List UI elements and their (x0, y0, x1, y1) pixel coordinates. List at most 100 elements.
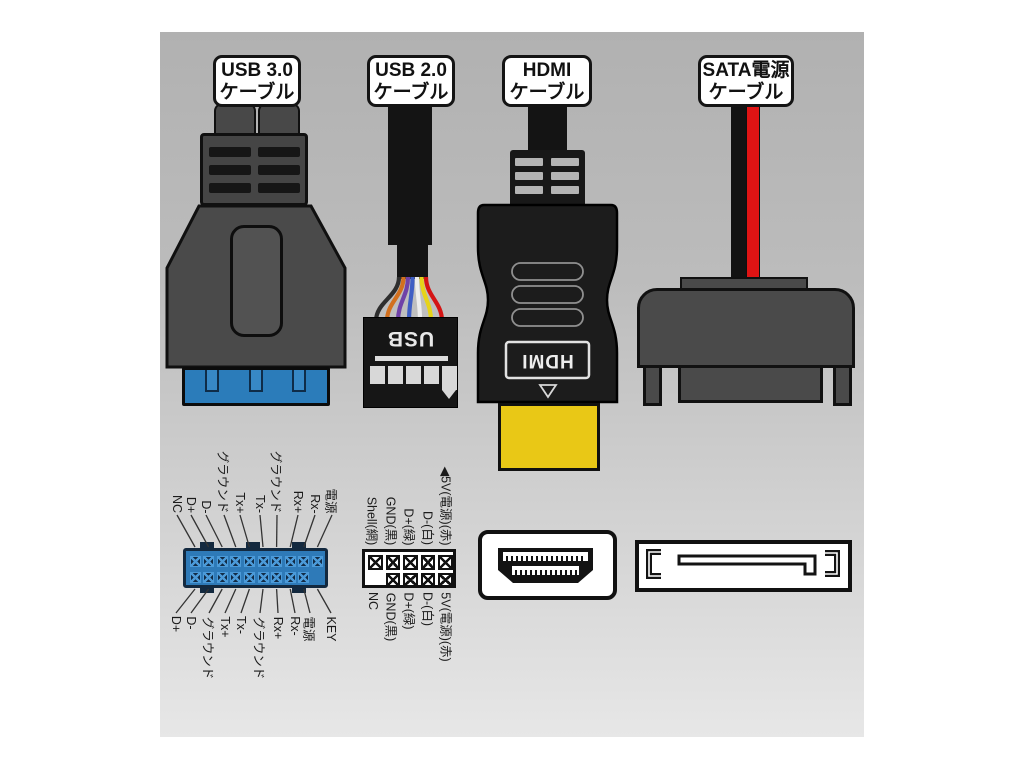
usb3-bottom-label-4: Tx+ (218, 615, 232, 638)
usb3-bottom-label-9: 電源 (301, 615, 316, 642)
usb3-top-label-8: Rx+ (291, 490, 305, 513)
usb2-top-label-5: ◀5V(電源)(赤) (438, 465, 453, 546)
label-usb2-cable: USB 2.0 ケーブル (367, 55, 455, 107)
usb2-bottom-label-4: D-(白) (420, 591, 434, 627)
usb3-top-label-2: D+ (184, 496, 198, 514)
usb3-top-label-1: NC (170, 494, 184, 514)
rib-slot (258, 147, 300, 157)
usb2-plug-bar (375, 356, 448, 361)
label-usb3-cable: USB 3.0 ケーブル (213, 55, 301, 107)
label-line2: ケーブル (219, 82, 295, 103)
usb2-plug-pin (370, 366, 385, 384)
usb2-cable (388, 100, 432, 245)
label-line1: HDMI (522, 60, 572, 81)
pin1-marker-triangle (442, 390, 456, 399)
usb2-top-label-4: D-(白) (420, 510, 434, 546)
usb3-bottom-label-10: KEY (324, 615, 338, 642)
usb3-pins-pin-r1-c10 (311, 555, 323, 567)
usb3-pins-pin-r2-c5 (243, 571, 255, 583)
label-line2: ケーブル (509, 82, 585, 103)
rib-slot (209, 147, 251, 157)
usb2-bottom-label-1: NC (366, 591, 380, 611)
usb2-wire-1 (373, 276, 402, 322)
label-sata-cable: SATA電源 ケーブル (698, 55, 794, 107)
grip-slot (511, 262, 584, 281)
usb3-pins-pin-r2-c4 (230, 571, 242, 583)
usb2-pin-header (362, 549, 456, 588)
usb2-wire-4 (406, 276, 415, 322)
usb3-pins-pin-r1-c3 (216, 555, 228, 567)
usb2-pins-pin-r1-c1 (368, 555, 383, 570)
usb2-pins-pin-r1-c3 (403, 555, 418, 570)
usb3-pins-pin-r1-c9 (298, 555, 310, 567)
label-line1: USB 3.0 (221, 60, 293, 81)
orientation-triangle (538, 384, 558, 399)
usb2-pins-pin-r1-c2 (385, 555, 401, 570)
usb3-pins-pin-r2-c1 (189, 571, 201, 583)
usb2-plug-pin (424, 366, 439, 384)
sata-port-face (635, 540, 852, 592)
usb3-pins-pin-r1-c8 (284, 555, 296, 567)
hdmi-strain-relief (510, 150, 585, 207)
usb2-plug-pin (388, 366, 403, 384)
sata-plug-leg-right (833, 368, 852, 406)
usb2-plug-pin1 (442, 366, 457, 390)
hdmi-gold-tip (498, 403, 600, 471)
header-tab (246, 542, 260, 549)
diagram-stage: USB HDMI USB 3.0 ケーブル USB 2. (160, 32, 864, 737)
usb3-top-label-9: Rx- (308, 493, 322, 514)
usb3-bottom-label-2: D- (184, 615, 198, 630)
latch-notch (249, 370, 263, 392)
usb2-bottom-label-5: 5V(電源)(赤) (438, 591, 453, 662)
usb3-pins-pin-r1-c1 (189, 555, 201, 567)
usb3-pins-pin-r1-c2 (203, 555, 215, 567)
sata-wire-black (731, 100, 746, 279)
usb3-bottom-label-3: グラウンド (200, 616, 215, 679)
usb3-top-label-6: Tx- (253, 494, 267, 514)
rib-gap (551, 186, 579, 194)
usb3-pins-pin-r2-c8 (284, 571, 296, 583)
usb3-top-label-10: 電源 (323, 487, 338, 514)
hdmi-cable (528, 100, 567, 155)
usb2-pins-pin-r2-c4 (420, 572, 436, 587)
usb3-top-label-7: グラウンド (268, 450, 283, 513)
header-tab (292, 542, 306, 549)
usb2-bottom-label-2: GND(黒) (383, 592, 397, 641)
usb3-pins-pin-r1-c4 (230, 555, 242, 567)
power-blade (677, 554, 817, 576)
usb2-wire-2 (384, 276, 406, 322)
usb2-pins-pin-r1-c5 (438, 555, 453, 570)
sata-plug-leg-left (643, 368, 662, 406)
usb3-pins-pin-r2-c6 (257, 571, 269, 583)
usb3-plug-blue-base (182, 367, 330, 406)
rib-gap (515, 158, 543, 166)
hdmi-plug-body (476, 203, 619, 404)
usb3-bottom-label-7: Rx+ (271, 616, 285, 639)
rib-slot (209, 165, 251, 175)
rib-slot (258, 183, 300, 193)
grip-slot (511, 308, 584, 327)
usb3-pins-pin-r2-c2 (203, 571, 215, 583)
usb3-pins-pin-r2-c9 (298, 571, 310, 583)
label-line2: ケーブル (373, 82, 449, 103)
hdmi-port-socket (498, 548, 593, 583)
usb3-plug-detail (230, 225, 283, 337)
rib-slot (258, 165, 300, 175)
usb3-pins-pin-r1-c5 (243, 555, 255, 567)
rib-gap (551, 158, 579, 166)
usb2-top-label-2: GND(黒) (383, 496, 397, 545)
usb2-pins-pin-r1-c4 (420, 555, 436, 570)
label-line2: ケーブル (708, 82, 784, 103)
rib-gap (515, 172, 543, 180)
grip-slot (511, 285, 584, 304)
usb2-wire-fan (373, 276, 445, 322)
rib-gap (515, 186, 543, 194)
sata-plug-tab (678, 368, 823, 403)
hdmi-logo-box (504, 340, 591, 380)
usb2-wire-5 (414, 276, 423, 322)
usb3-pins-pin-r1-c7 (271, 555, 283, 567)
usb2-plug-body: USB (363, 317, 458, 408)
usb3-pins-pin-r2-c3 (216, 571, 228, 583)
usb2-top-label-1: Shell(網) (364, 496, 379, 545)
usb3-top-label-3: D- (199, 499, 213, 514)
